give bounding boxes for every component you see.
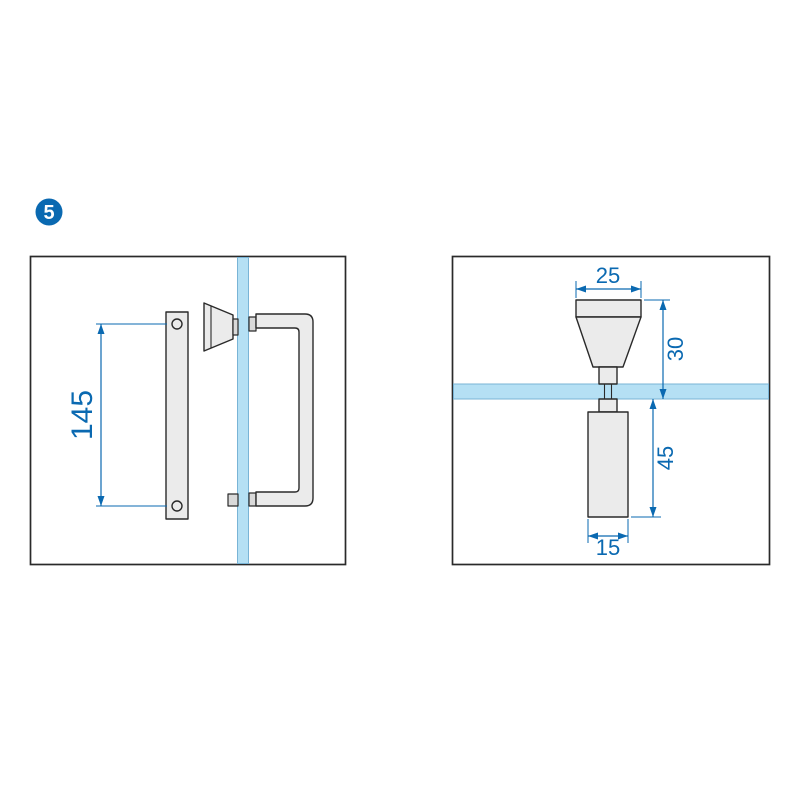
dim-15-arrow-left (588, 532, 598, 540)
bottom-cap (227, 493, 239, 507)
knob-cap (575, 299, 642, 318)
dim-45-label: 45 (653, 446, 678, 470)
grip-stem (598, 398, 618, 413)
grip-bar (587, 411, 629, 518)
dim-15: 15 (587, 519, 629, 560)
left-view-panel: 145 (29, 255, 347, 566)
step-badge: 5 (35, 198, 63, 226)
dim-45-arrow-down (649, 507, 657, 517)
dim-30-arrow-up (659, 300, 667, 310)
dim-25-label: 25 (596, 263, 620, 288)
dim-15-arrow-right (618, 532, 628, 540)
screw-top (171, 318, 183, 330)
dim-145-label: 145 (66, 390, 99, 440)
dim-25-arrow-left (576, 285, 586, 293)
dim-30-label: 30 (663, 337, 688, 361)
dim-145-arrow-down (97, 496, 105, 506)
dim-145: 145 (66, 323, 167, 507)
dim-45-arrow-up (649, 399, 657, 409)
screw-bottom (171, 500, 183, 512)
right-view-panel: 25 30 45 15 (451, 255, 771, 566)
dim-25: 25 (575, 263, 642, 298)
badge-number: 5 (43, 202, 54, 224)
bottom-fitting (248, 492, 257, 507)
handle-u-shape (255, 313, 314, 507)
dim-15-label: 15 (596, 535, 620, 560)
knob-neck-side (232, 318, 239, 336)
top-fitting (248, 316, 257, 332)
knob-neck (598, 366, 618, 385)
badge-circle (35, 198, 63, 226)
knob-taper (575, 316, 642, 368)
dim-30: 30 (644, 299, 688, 399)
dim-25-arrow-right (631, 285, 641, 293)
dim-30-arrow-down (659, 389, 667, 399)
dim-145-arrow-up (97, 324, 105, 334)
glass-panel-vertical (237, 257, 249, 564)
mounting-plate (165, 311, 189, 520)
dim-45: 45 (631, 399, 678, 518)
